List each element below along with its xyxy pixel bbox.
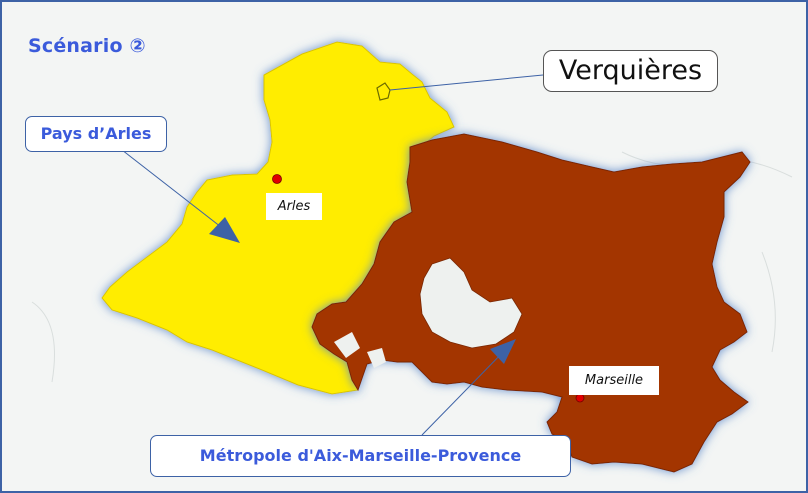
scenario-title: Scénario ② [28,35,146,57]
verquieres-callout: Verquières [543,50,718,92]
metropole-callout: Métropole d'Aix-Marseille-Provence [150,435,571,477]
pays-arles-pointer [121,149,231,235]
pays-arles-callout: Pays d’Arles [25,116,167,152]
marseille-marker [575,393,585,403]
arles-marker [272,174,282,184]
coast-water [334,332,360,358]
pays-arles-arrow [209,217,240,243]
etang-de-berre [419,257,523,349]
coast-water [367,348,386,368]
verquieres-outline [376,82,391,101]
verquieres-pointer [389,74,544,91]
metropole-arrow [490,339,516,364]
marseille-label: Marseille [569,366,659,395]
arles-label: Arles [266,193,322,220]
metropole-pointer [421,346,509,436]
